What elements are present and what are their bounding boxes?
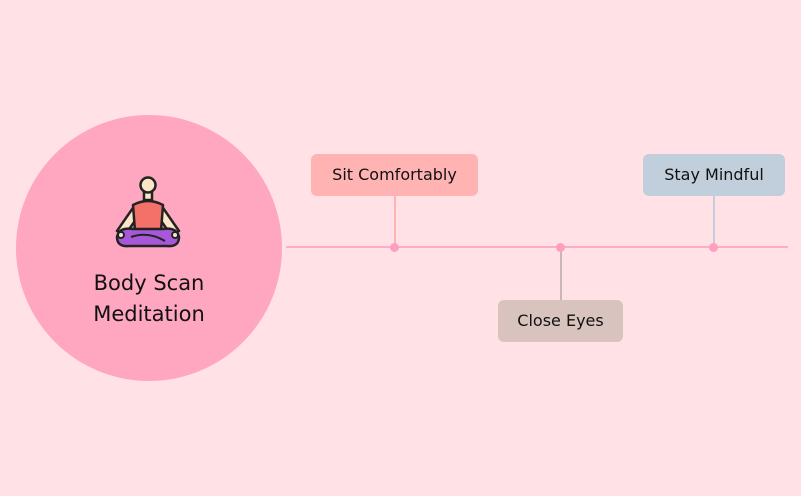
step-card-stay-mindful: Stay Mindful [643, 154, 785, 196]
topic-title: Body Scan Meditation [16, 268, 282, 330]
meditation-person-icon [115, 176, 181, 248]
step-connector-stay-mindful [713, 195, 715, 247]
step-dot-stay-mindful [709, 243, 718, 252]
topic-circle [16, 115, 282, 381]
step-card-sit-comfortably: Sit Comfortably [311, 154, 478, 196]
step-card-close-eyes: Close Eyes [498, 300, 623, 342]
step-dot-close-eyes [556, 243, 565, 252]
timeline-line [286, 246, 788, 248]
step-dot-sit-comfortably [390, 243, 399, 252]
topic-title-line-2: Meditation [93, 302, 205, 326]
step-connector-close-eyes [560, 247, 562, 301]
step-connector-sit-comfortably [394, 195, 396, 247]
topic-title-line-1: Body Scan [93, 271, 205, 295]
